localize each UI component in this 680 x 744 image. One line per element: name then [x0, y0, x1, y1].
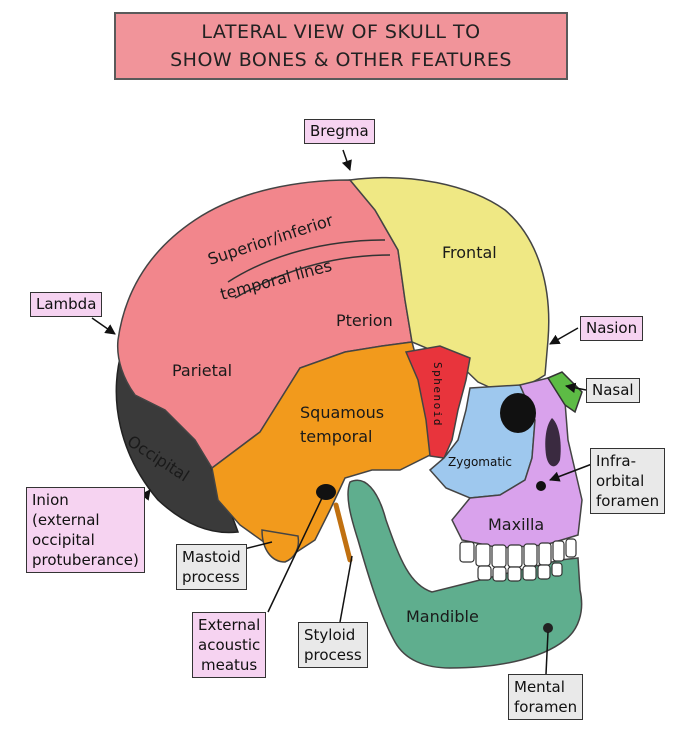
callout-infra-orbital-foramen: Infra- orbital foramen: [590, 448, 666, 514]
label-frontal: Frontal: [442, 243, 497, 262]
temporal-line-1: [227, 239, 386, 283]
teeth: [459, 538, 577, 582]
label-squamous: Squamous: [300, 403, 384, 422]
callout-styloid-process: Styloid process: [298, 622, 368, 668]
callout-mastoid-process: Mastoid process: [176, 544, 247, 590]
label-sphenoid: Sphenoid: [431, 362, 444, 427]
temporal-line-2: [234, 254, 391, 299]
title-line-1: LATERAL VIEW OF SKULL TO: [201, 21, 481, 43]
inion-line-2: (external: [32, 511, 100, 529]
mental-line-2: foramen: [514, 698, 578, 716]
acoustic-line-3: meatus: [200, 656, 258, 674]
callout-mental-foramen: Mental foramen: [508, 674, 584, 720]
label-maxilla: Maxilla: [488, 515, 544, 534]
pointer-bregma: [341, 149, 352, 171]
callout-external-acoustic-meatus: External acoustic meatus: [192, 612, 267, 678]
mastoid-process-shape: [261, 529, 300, 563]
acoustic-line-2: acoustic: [198, 636, 261, 654]
mandible-bone: [347, 479, 583, 669]
sphenoid-bone: [404, 345, 471, 459]
title-line-2: SHOW BONES & OTHER FEATURES: [170, 49, 512, 71]
label-zygomatic: Zygomatic: [448, 455, 512, 469]
mastoid-line-2: process: [182, 568, 240, 586]
pointer-nasal: [564, 382, 587, 394]
infraorbital-foramen-mark: [536, 481, 546, 491]
mental-foramen-mark: [543, 623, 553, 633]
pointer-mental: [545, 631, 549, 675]
pointer-styloid: [339, 555, 353, 623]
inion-line-3: occipital: [32, 531, 95, 549]
callout-inion: Inion (external occipital protuberance): [26, 487, 145, 573]
infra-orbital-line-1: Infra-: [596, 452, 636, 470]
styloid-line-2: process: [304, 646, 362, 664]
callout-nasion: Nasion: [580, 316, 644, 341]
styloid-process-shape: [333, 502, 353, 563]
callout-bregma: Bregma: [304, 119, 375, 144]
infra-orbital-line-2: orbital: [596, 472, 645, 490]
infra-orbital-line-3: foramen: [596, 492, 660, 510]
label-temporal: temporal: [300, 427, 372, 446]
pointer-lambda: [91, 317, 116, 335]
label-pterion: Pterion: [336, 311, 393, 330]
acoustic-meatus-mark: [316, 484, 336, 500]
orbit: [500, 393, 536, 433]
label-parietal: Parietal: [172, 361, 232, 380]
callout-nasal: Nasal: [586, 378, 640, 403]
inion-line-4: protuberance): [32, 551, 139, 569]
mental-line-1: Mental: [514, 678, 565, 696]
acoustic-line-1: External: [198, 616, 261, 634]
callout-lambda: Lambda: [30, 292, 103, 317]
pointer-acoustic: [267, 497, 323, 613]
diagram-title: LATERAL VIEW OF SKULL TO SHOW BONES & OT…: [114, 12, 568, 80]
mastoid-line-1: Mastoid: [182, 548, 241, 566]
nasal-aperture: [545, 418, 561, 467]
styloid-line-1: Styloid: [304, 626, 356, 644]
pointer-infra-orbital: [549, 463, 593, 482]
inion-line-1: Inion: [32, 491, 69, 509]
label-mandible: Mandible: [406, 607, 479, 626]
pointer-nasion: [549, 327, 579, 345]
